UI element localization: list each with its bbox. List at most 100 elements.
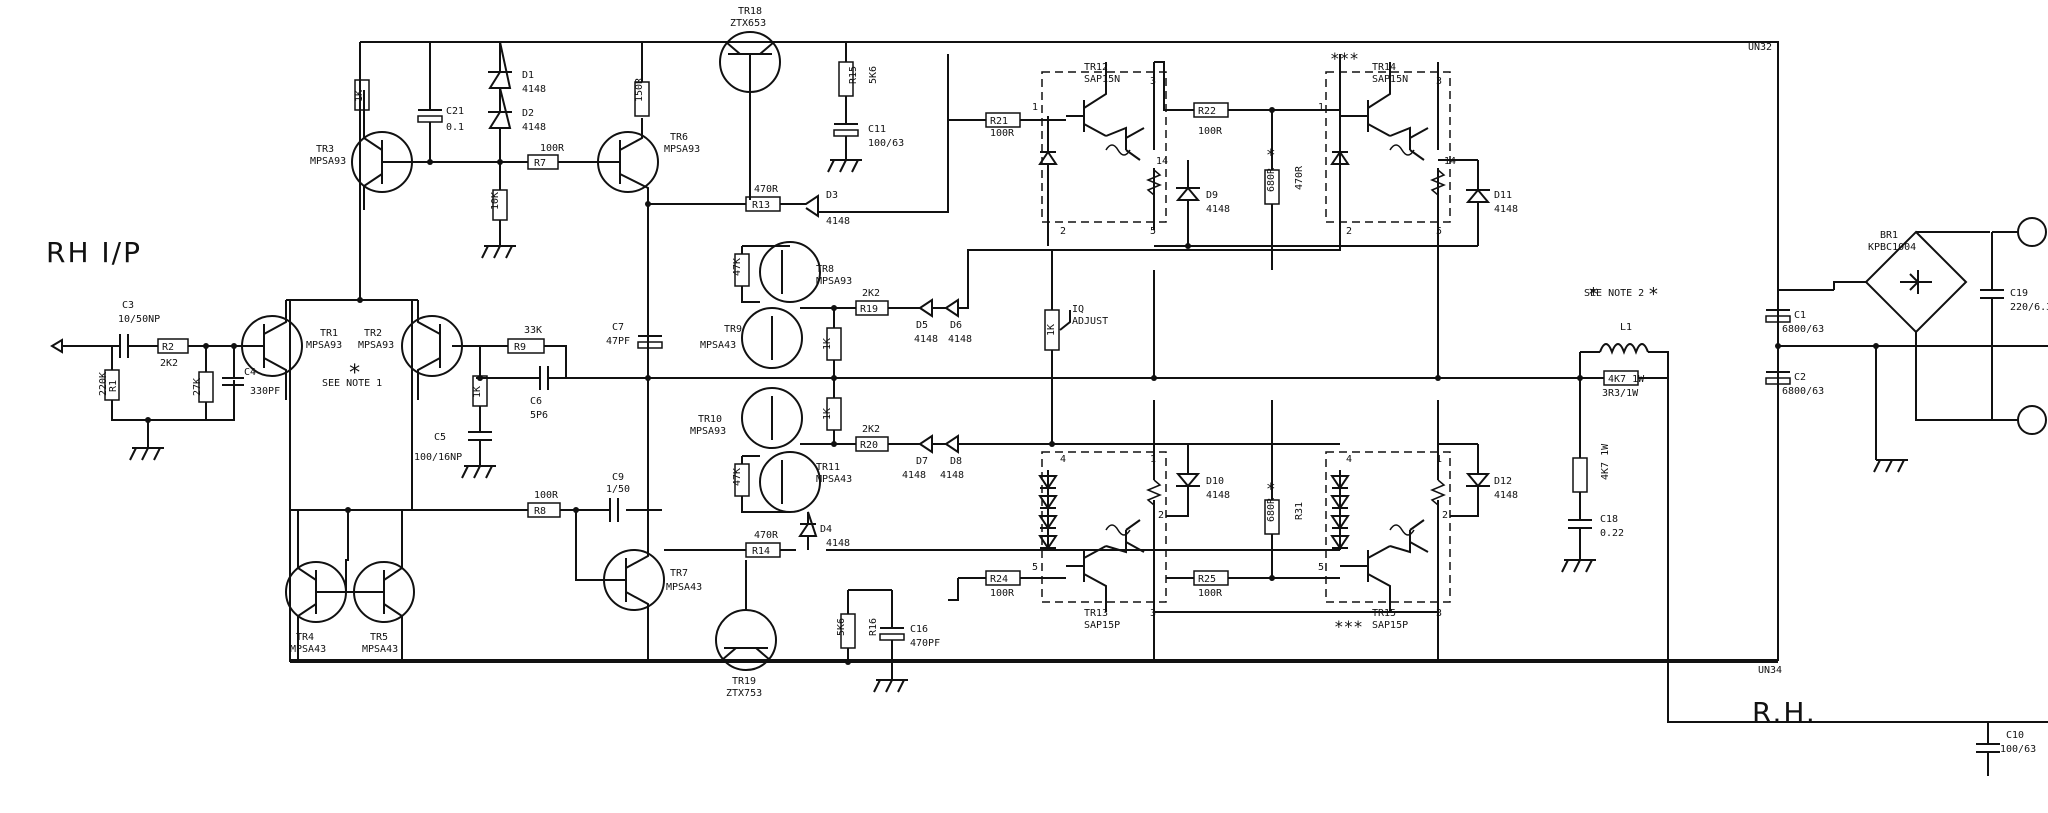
r7-resistor: R7 100R	[527, 143, 565, 170]
svg-text:100R: 100R	[990, 588, 1015, 599]
tr15-transistor: TR15 SAP15P *** 4 1 2 5 3	[1318, 400, 1448, 636]
svg-text:4148: 4148	[1494, 204, 1518, 215]
svg-text:47K: 47K	[732, 258, 743, 276]
svg-text:TR12: TR12	[1084, 62, 1108, 73]
tr8-network-wire	[741, 245, 790, 303]
svg-text:D9: D9	[1206, 190, 1218, 201]
svg-text:TR7: TR7	[670, 568, 688, 579]
svg-text:4148: 4148	[1206, 204, 1230, 215]
r6-resistor: 10K	[490, 189, 508, 246]
r18-resistor: 1K	[822, 378, 842, 444]
svg-text:470PF: 470PF	[910, 638, 940, 649]
output-node-wire	[1130, 376, 1600, 379]
lower-collector-wire	[1153, 611, 1439, 662]
svg-text:L1: L1	[1620, 322, 1632, 333]
ac-terminal-top	[1992, 217, 2047, 247]
svg-text:C18: C18	[1600, 514, 1618, 525]
svg-text:D12: D12	[1494, 476, 1512, 487]
svg-text:C4: C4	[244, 367, 256, 378]
svg-text:2: 2	[1158, 510, 1164, 521]
d11-diode: D11 4148	[1438, 159, 1518, 246]
svg-text:TR1: TR1	[320, 328, 338, 339]
svg-text:TR3: TR3	[316, 144, 334, 155]
svg-text:C9: C9	[612, 472, 624, 483]
connector-bottom: UN34	[1758, 665, 1782, 676]
svg-text:*: *	[1266, 479, 1276, 498]
svg-text:D3: D3	[826, 190, 838, 201]
svg-text:R13: R13	[752, 200, 770, 211]
svg-text:SAP15N: SAP15N	[1084, 74, 1120, 85]
svg-text:SAP15P: SAP15P	[1372, 620, 1408, 631]
r24-resistor: R24 100R	[985, 570, 1021, 599]
svg-text:C6: C6	[530, 396, 542, 407]
tr13-package-outline	[1041, 451, 1167, 603]
svg-text:MPSA43: MPSA43	[816, 474, 852, 485]
svg-text:C11: C11	[868, 124, 886, 135]
d8-diode: D8 4148	[932, 434, 1340, 481]
tr12-transistor: TR12 SAP15N 1 3 14 2 5	[1032, 62, 1168, 237]
svg-text:470R: 470R	[754, 184, 779, 195]
svg-text:KPBC1004: KPBC1004	[1868, 242, 1916, 253]
svg-text:R8: R8	[534, 506, 546, 517]
ground-symbol-zobel	[1561, 559, 1596, 573]
d3-diode: D3 4148	[800, 190, 850, 227]
d6-diode: D6 4148	[932, 54, 1341, 345]
ground-symbol-c11	[873, 679, 908, 693]
svg-text:*: *	[1588, 284, 1599, 305]
svg-text:TR9: TR9	[724, 324, 742, 335]
d1-diode: D1 4148	[488, 41, 546, 95]
svg-text:TR8: TR8	[816, 264, 834, 275]
c3-capacitor: C3 10/50NP	[118, 300, 160, 358]
svg-text:470R: 470R	[1294, 165, 1305, 190]
svg-text:10/50NP: 10/50NP	[118, 314, 160, 325]
svg-text:TR18: TR18	[738, 6, 762, 17]
tr2-transistor: TR2 MPSA93	[358, 300, 476, 400]
svg-text:4: 4	[1060, 454, 1066, 465]
svg-text:100R: 100R	[990, 128, 1015, 139]
svg-text:1K: 1K	[822, 338, 833, 350]
svg-text:C5: C5	[434, 432, 446, 443]
c4-capacitor: C4 330PF	[222, 367, 280, 397]
svg-text:4148: 4148	[1494, 490, 1518, 501]
ground-symbol-input	[129, 420, 164, 461]
svg-text:R31: R31	[1294, 502, 1305, 520]
svg-text:1K: 1K	[354, 90, 365, 102]
input-terminal-wire	[50, 338, 120, 354]
svg-text:220/6.3: 220/6.3	[2010, 302, 2048, 313]
svg-text:R15: R15	[848, 66, 859, 84]
svg-text:MPSA43: MPSA43	[362, 644, 398, 655]
svg-text:5P6: 5P6	[530, 410, 548, 421]
r24-wire	[948, 577, 1066, 601]
svg-text:33K: 33K	[524, 325, 542, 336]
svg-text:3: 3	[1436, 608, 1442, 619]
r31-resistor: 680R R31 *	[1264, 400, 1305, 578]
svg-text:2K2: 2K2	[862, 424, 880, 435]
svg-text:TR6: TR6	[670, 132, 688, 143]
tr14-package-outline	[1325, 71, 1451, 223]
svg-text:3: 3	[1150, 76, 1156, 87]
svg-text:C1: C1	[1794, 310, 1806, 321]
tr11-transistor: TR11 MPSA43	[759, 451, 852, 513]
svg-text:3: 3	[1436, 76, 1442, 87]
c9-capacitor: C7 47PF	[606, 322, 663, 349]
r9-resistor: R9 33K	[507, 325, 545, 354]
svg-text:100/63: 100/63	[868, 138, 904, 149]
tr1-transistor: TR1 MPSA93	[241, 300, 342, 400]
ground-symbol-c5	[461, 465, 496, 479]
feedback-wire	[476, 345, 1130, 379]
r21-resistor: R21 100R	[985, 112, 1021, 139]
r20-resistor: R20 2K2	[855, 424, 889, 452]
svg-text:10K: 10K	[490, 192, 501, 210]
svg-text:5: 5	[1436, 226, 1442, 237]
svg-text:4K7 1W: 4K7 1W	[1608, 374, 1645, 385]
svg-text:C21: C21	[446, 106, 464, 117]
svg-text:0.1: 0.1	[446, 122, 464, 133]
svg-text:4K7 1W: 4K7 1W	[1600, 443, 1611, 480]
r8-resistor: R8 100R	[527, 490, 561, 518]
svg-text:D1: D1	[522, 70, 534, 81]
svg-text:TR14: TR14	[1372, 62, 1396, 73]
svg-text:4148: 4148	[522, 84, 546, 95]
svg-text:TR19: TR19	[732, 676, 756, 687]
connector-top: UN32	[1748, 42, 1772, 53]
